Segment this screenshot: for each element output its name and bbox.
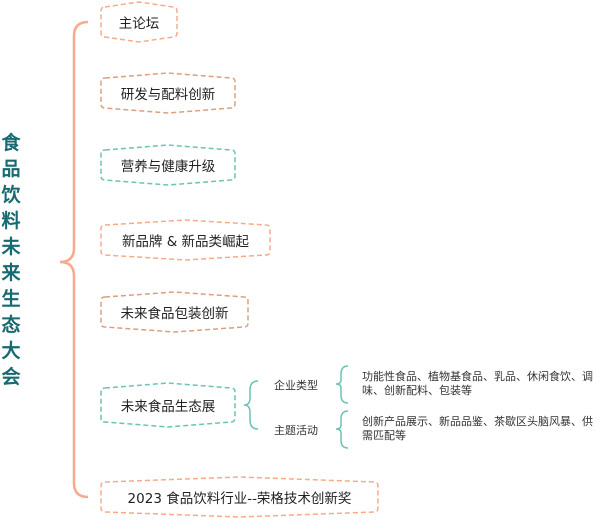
title-char: 料 (1, 210, 21, 232)
branch-innovation-award[interactable]: 2023 食品饮料行业--荣格技术创新奖 (100, 476, 379, 518)
leaf-brace-2 (335, 410, 349, 449)
title-char: 来 (1, 262, 21, 284)
box-outline (100, 144, 236, 186)
branch-rd-ingredients[interactable]: 研发与配料创新 (100, 72, 236, 114)
leaf-company-types-detail: 功能性食品、植物基食品、乳品、休闲食饮、调味、创新配料、包装等 (362, 370, 593, 397)
sub-company-types[interactable]: 企业类型 (274, 379, 318, 392)
branch-new-brands[interactable]: 新品牌 & 新品类崛起 (100, 219, 271, 261)
box-outline (100, 382, 236, 428)
leaf-theme-activities-detail: 创新产品展示、新品品鉴、茶歇区头脑风暴、供需匹配等 (362, 415, 593, 442)
title-char: 饮 (1, 184, 21, 206)
branch-nutrition-health[interactable]: 营养与健康升级 (100, 144, 236, 186)
branch-packaging[interactable]: 未来食品包装创新 (100, 291, 249, 333)
title-char: 态 (1, 314, 21, 336)
box-outline (100, 219, 271, 261)
main-brace (59, 20, 89, 499)
sub-brace (243, 380, 259, 430)
branch-main-forum[interactable]: 主论坛 (100, 1, 178, 43)
title-char: 未 (1, 236, 21, 258)
title-char: 大 (1, 340, 21, 362)
box-outline (100, 1, 178, 43)
sub-theme-activities[interactable]: 主题活动 (274, 424, 318, 437)
title-char: 品 (1, 158, 21, 180)
box-outline (100, 476, 379, 518)
title-char: 生 (1, 288, 21, 310)
title-char: 会 (1, 366, 21, 388)
title-char: 食 (1, 132, 21, 154)
root-topic: 食品饮料未来生态大会 (0, 130, 22, 390)
box-outline (100, 72, 236, 114)
branch-ecosystem-expo[interactable]: 未来食品生态展 (100, 382, 236, 428)
leaf-brace-1 (335, 365, 349, 404)
